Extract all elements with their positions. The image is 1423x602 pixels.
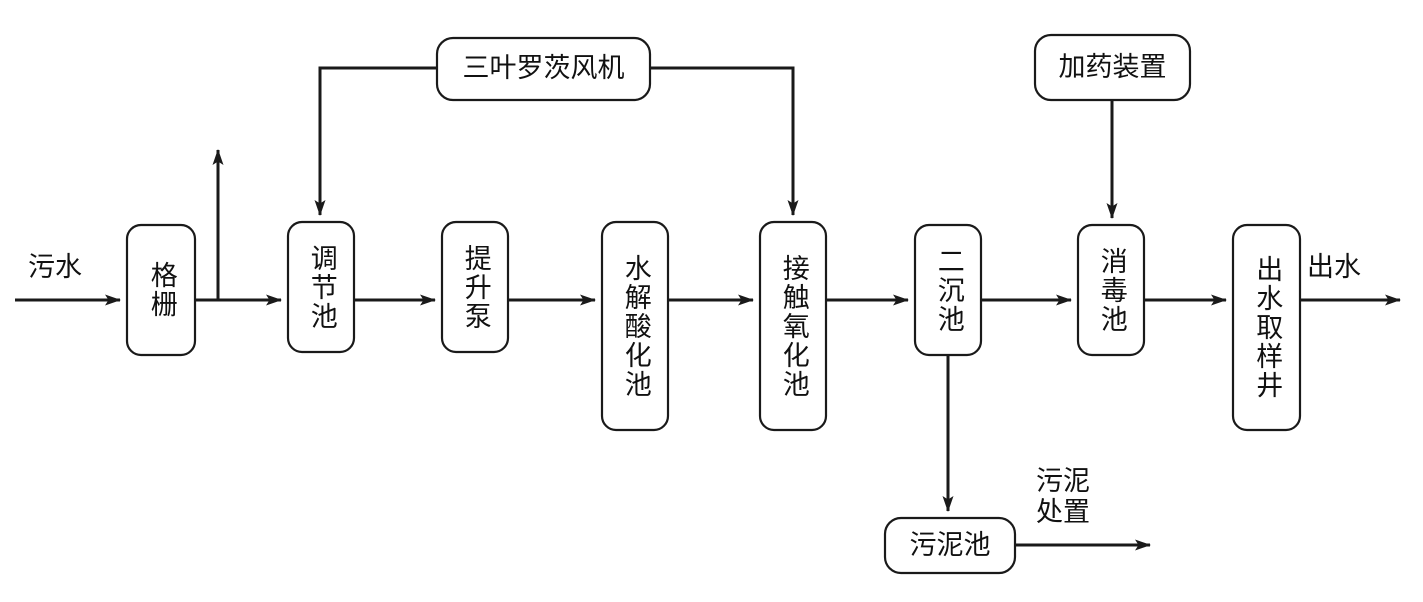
node-liftpump[interactable] bbox=[440, 220, 510, 354]
node-sampling[interactable] bbox=[1231, 223, 1302, 432]
node-grille[interactable] bbox=[125, 223, 197, 357]
label-influent: 污水 bbox=[28, 252, 82, 283]
node-dosing[interactable] bbox=[1033, 33, 1192, 102]
edge-blower-to-contactox bbox=[650, 66, 799, 216]
label-effluent: 出水 bbox=[1307, 252, 1361, 283]
node-contactox[interactable] bbox=[758, 220, 828, 432]
node-clarifier[interactable] bbox=[913, 223, 983, 357]
node-blower[interactable] bbox=[435, 36, 652, 102]
node-hydrolysis[interactable] bbox=[600, 220, 670, 432]
edge-blower-to-regulating bbox=[314, 66, 437, 216]
node-disinfect[interactable] bbox=[1076, 223, 1146, 357]
label-sludge-disposal: 污泥 处置 bbox=[1036, 466, 1090, 529]
node-sludgetank[interactable] bbox=[883, 516, 1017, 575]
node-regulating[interactable] bbox=[286, 220, 356, 354]
